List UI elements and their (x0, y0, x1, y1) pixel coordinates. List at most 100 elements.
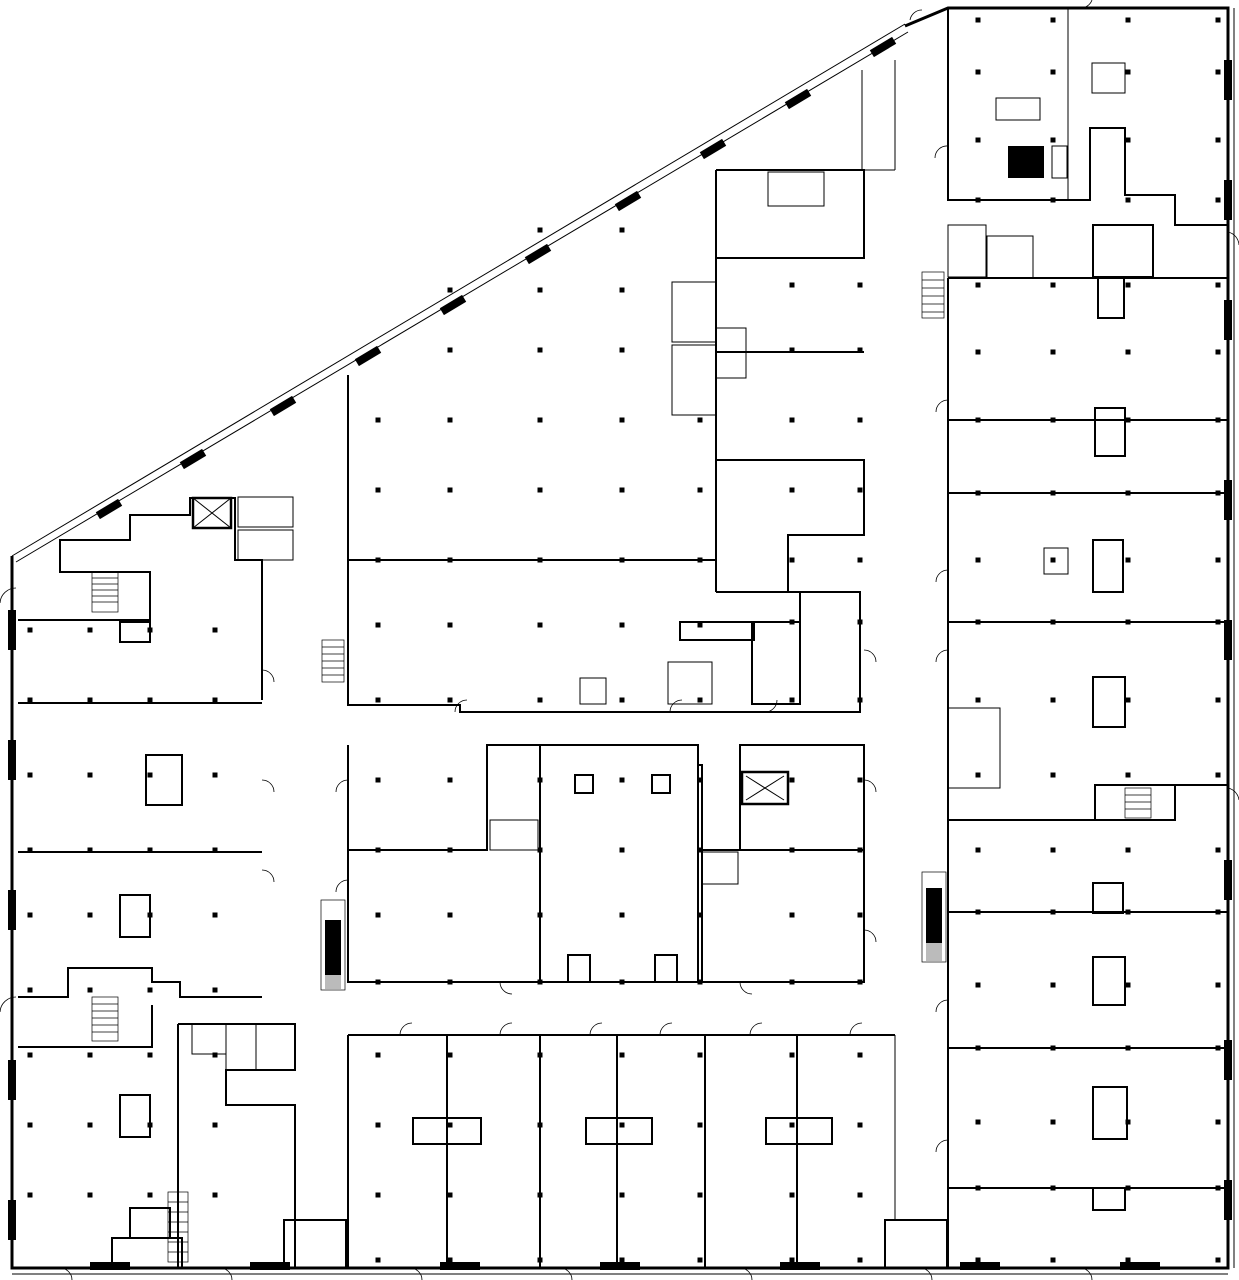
structural-column (1050, 1257, 1056, 1263)
structural-column (537, 777, 543, 783)
structural-column (1215, 282, 1221, 288)
structural-column (447, 777, 453, 783)
structural-column (1050, 137, 1056, 143)
structural-column (375, 1192, 381, 1198)
structural-column (1050, 557, 1056, 563)
structural-column (537, 697, 543, 703)
structural-columns (27, 17, 1221, 1263)
structural-column (1050, 282, 1056, 288)
structural-column (975, 137, 981, 143)
west-block (18, 496, 296, 1269)
structural-column (147, 847, 153, 853)
structural-column (789, 282, 795, 288)
structural-column (375, 1122, 381, 1128)
structural-column (975, 772, 981, 778)
south-units (283, 1034, 948, 1269)
structural-column (447, 1257, 453, 1263)
structural-column (1215, 137, 1221, 143)
structural-column (537, 622, 543, 628)
structural-column (1125, 17, 1131, 23)
facade-piers (8, 36, 1232, 1270)
structural-column (975, 282, 981, 288)
structural-column (212, 1122, 218, 1128)
structural-column (1215, 417, 1221, 423)
structural-column (87, 1122, 93, 1128)
structural-column (789, 1122, 795, 1128)
structural-column (789, 557, 795, 563)
elevator-shaft (1008, 146, 1044, 178)
structural-column (537, 847, 543, 853)
structural-column (212, 1192, 218, 1198)
structural-column (1050, 197, 1056, 203)
structural-column (1215, 982, 1221, 988)
structural-column (789, 417, 795, 423)
structural-column (697, 1052, 703, 1058)
structural-column (697, 487, 703, 493)
structural-column (697, 557, 703, 563)
structural-column (1050, 490, 1056, 496)
structural-column (975, 1045, 981, 1051)
structural-column (1050, 69, 1056, 75)
structural-column (27, 1122, 33, 1128)
structural-column (697, 1257, 703, 1263)
structural-column (1125, 909, 1131, 915)
structural-column (1215, 847, 1221, 853)
structural-column (1215, 1257, 1221, 1263)
structural-column (975, 349, 981, 355)
structural-column (447, 1192, 453, 1198)
structural-column (1215, 349, 1221, 355)
structural-column (697, 979, 703, 985)
structural-column (27, 697, 33, 703)
structural-column (975, 69, 981, 75)
structural-column (1125, 1185, 1131, 1191)
structural-column (375, 912, 381, 918)
east-block (947, 224, 1228, 1268)
stair-east-lower (1124, 787, 1152, 819)
structural-column (27, 987, 33, 993)
structural-column (619, 697, 625, 703)
structural-column (27, 847, 33, 853)
structural-column (975, 847, 981, 853)
structural-column (1050, 17, 1056, 23)
structural-column (147, 697, 153, 703)
structural-column (789, 1257, 795, 1263)
structural-column (147, 627, 153, 633)
structural-column (789, 1192, 795, 1198)
structural-column (375, 697, 381, 703)
structural-column (789, 487, 795, 493)
structural-column (789, 979, 795, 985)
structural-column (697, 417, 703, 423)
structural-column (1215, 772, 1221, 778)
structural-column (857, 912, 863, 918)
structural-column (619, 347, 625, 353)
structural-column (1215, 1185, 1221, 1191)
structural-column (537, 1122, 543, 1128)
structural-column (975, 197, 981, 203)
structural-column (789, 347, 795, 353)
structural-column (87, 847, 93, 853)
structural-column (1125, 349, 1131, 355)
structural-column (697, 1122, 703, 1128)
structural-column (857, 417, 863, 423)
structural-column (1215, 1119, 1221, 1125)
structural-column (537, 979, 543, 985)
structural-column (87, 987, 93, 993)
structural-column (1215, 17, 1221, 23)
structural-column (1125, 847, 1131, 853)
structural-column (1050, 349, 1056, 355)
structural-column (87, 772, 93, 778)
stair-w (91, 996, 119, 1042)
structural-column (447, 622, 453, 628)
structural-column (1215, 909, 1221, 915)
structural-column (1125, 282, 1131, 288)
structural-column (375, 1052, 381, 1058)
structural-column (447, 697, 453, 703)
structural-column (1215, 197, 1221, 203)
structural-column (619, 487, 625, 493)
structural-column (147, 1052, 153, 1058)
structural-column (857, 619, 863, 625)
structural-column (87, 1192, 93, 1198)
structural-column (1050, 772, 1056, 778)
structural-column (537, 1052, 543, 1058)
